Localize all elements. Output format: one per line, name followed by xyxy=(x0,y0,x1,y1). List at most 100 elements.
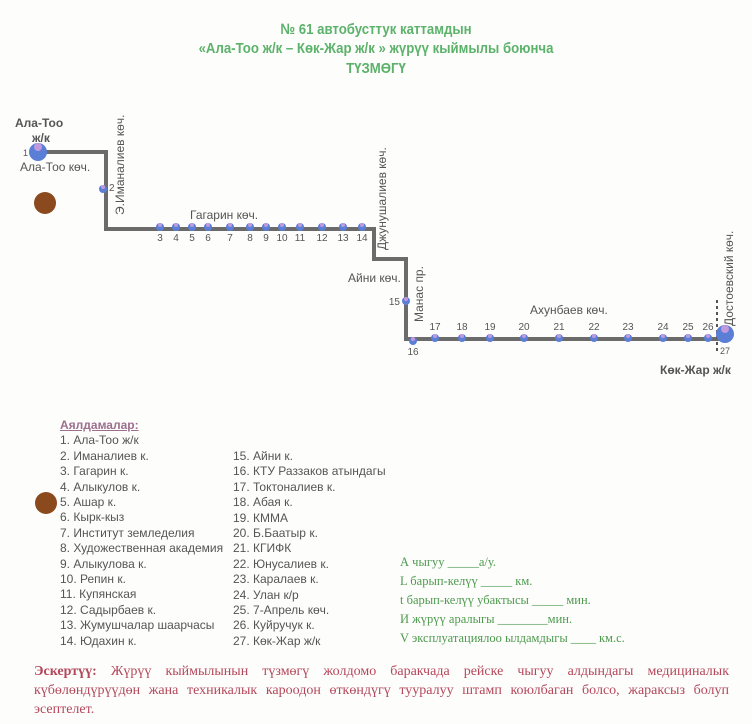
street-gagarin: Гагарин көч. xyxy=(190,208,258,222)
stop-list-item: 12. Садырбаев к. xyxy=(60,602,157,617)
stop-list-item: 24. Улан к/р xyxy=(233,587,299,602)
stop-list-item: 6. Кырк-кыз xyxy=(60,510,125,525)
route-parameter: А чыгуу _____а/у. xyxy=(400,555,496,569)
stop-list-item: 5. Ашар к. xyxy=(60,495,117,510)
stop-list-item: 22. Юнусалиев к. xyxy=(233,556,329,571)
bus-stop-highlight xyxy=(264,223,268,227)
stop-number-label: 5 xyxy=(189,233,195,244)
stop-list-item: 7. Институт земледелия xyxy=(60,525,195,540)
stop-list-item: 15. Айни к. xyxy=(233,449,293,463)
route-parameter: t барып-келүү убактысы _____ мин. xyxy=(400,593,591,607)
stop-list-item: 26. Куйручук к. xyxy=(233,618,315,633)
stop-number-label: 8 xyxy=(247,233,253,244)
bus-stop-highlight xyxy=(557,334,561,338)
bus-stop-highlight xyxy=(360,223,364,227)
stop-list-item: 2. Иманалиев к. xyxy=(60,448,149,463)
stop-number-label: 19 xyxy=(484,322,496,333)
stop-number-label: 15 xyxy=(389,297,401,308)
title-line-2: «Ала-Тоо ж/к – Көк-Жар ж/к » жүрүү кыймы… xyxy=(198,40,554,57)
stop-number-label: 21 xyxy=(553,322,565,333)
street-dostoevsky: Достоевский көч. xyxy=(722,231,736,326)
bus-stop-highlight xyxy=(280,223,284,227)
stop-list-item: 8. Художественная академия xyxy=(60,541,224,556)
stop-list-item: 18. Абая к. xyxy=(233,495,293,510)
stop-number-label: 1 xyxy=(23,148,28,158)
bus-stop-highlight xyxy=(661,334,665,338)
stop-number-label: 14 xyxy=(356,233,368,244)
stop-number-label: 20 xyxy=(518,322,530,333)
street-manas: Манас пр. xyxy=(412,266,426,322)
route-parameter: И жүрүү аралыгы ________мин. xyxy=(400,612,573,626)
stop-number-label: 27 xyxy=(720,346,730,356)
stop-number-label: 12 xyxy=(316,233,328,244)
stop-list-item: 20. Б.Баатыр к. xyxy=(233,526,318,541)
stop-list-item: 1. Ала-Тоо ж/к xyxy=(60,433,139,448)
title-line-3: ТҮЗМӨГҮ xyxy=(346,60,406,77)
stop-number-label: 23 xyxy=(622,322,634,333)
end-terminal-label: Көк-Жар ж/к xyxy=(660,363,732,377)
stop-list-item: 19. КММА xyxy=(233,510,289,525)
bus-stop-highlight xyxy=(158,223,162,227)
bus-stop-1 xyxy=(29,143,47,161)
stop-number-label: 25 xyxy=(682,322,694,333)
street-ala-too: Ала-Тоо көч. xyxy=(20,160,90,174)
stop-list-item: 14. Юдахин к. xyxy=(60,633,137,648)
stop-number-label: 11 xyxy=(295,233,306,244)
stop-number-label: 6 xyxy=(205,233,211,244)
bus-stop-highlight xyxy=(190,223,194,227)
bus-stop-highlight xyxy=(488,334,492,338)
bus-stop-27 xyxy=(716,325,734,343)
stop-number-label: 7 xyxy=(227,233,233,244)
bus-stop-highlight xyxy=(433,334,437,338)
street-imanaliev: Э.Иманалиев көч. xyxy=(113,115,127,215)
bus-stop-highlight xyxy=(522,334,526,338)
stop-list-item: 21. КГИФК xyxy=(233,541,292,556)
stop-number-label: 10 xyxy=(276,233,288,244)
bus-stop-highlight xyxy=(686,334,690,338)
street-aini: Айни көч. xyxy=(348,271,401,285)
stop-number-label: 13 xyxy=(337,233,349,244)
brown-marker-icon xyxy=(35,492,57,514)
bus-stop-highlight xyxy=(626,334,630,338)
note: Эскертүү: Жүрүү кыймылынын түзмөгү жолдо… xyxy=(34,662,729,719)
route-line xyxy=(38,150,724,341)
stop-number-label: 16 xyxy=(407,347,419,358)
stops-list-title: Аялдамалар: xyxy=(60,418,139,432)
bus-stop-highlight xyxy=(101,185,105,189)
stop-list-item: 27. Көк-Жар ж/к xyxy=(233,633,321,648)
bus-stop-highlight xyxy=(404,297,408,301)
brown-marker-icon xyxy=(34,192,56,214)
stop-list-item: 4. Алыкулов к. xyxy=(60,479,141,494)
stop-number-label: 26 xyxy=(702,322,714,333)
note-text: Жүрүү кыймылынын түзмөгү жолдомо баракча… xyxy=(34,664,729,717)
bus-stop-highlight xyxy=(341,223,345,227)
bus-stop-highlight xyxy=(411,337,415,341)
note-label: Эскертүү: xyxy=(34,664,97,679)
route-parameters: А чыгуу _____а/у.L барып-келүү _____ км.… xyxy=(400,553,625,648)
stop-list-item: 17. Токтоналиев к. xyxy=(233,479,336,494)
stop-number-label: 18 xyxy=(456,322,468,333)
bus-stop-highlight xyxy=(592,334,596,338)
stop-list-item: 10. Репин к. xyxy=(60,572,126,587)
stop-number-label: 17 xyxy=(429,322,441,333)
stop-number-label: 2 xyxy=(109,183,115,194)
start-terminal-label-1: Ала-Тоо xyxy=(15,116,63,130)
street-akhunbaev: Ахунбаев көч. xyxy=(530,303,608,317)
bus-stop-highlight xyxy=(228,223,232,227)
stop-list-item: 16. КТУ Раззаков атындагы xyxy=(233,464,386,479)
stop-number-label: 9 xyxy=(263,233,269,244)
bus-stop-highlight xyxy=(320,223,324,227)
stop-list-item: 11. Купянская xyxy=(60,587,137,602)
bus-stop-highlight xyxy=(174,223,178,227)
bus-stop-highlight xyxy=(34,143,42,151)
bus-stop-highlight xyxy=(206,223,210,227)
stop-list-item: 9. Алыкулова к. xyxy=(60,556,147,571)
stop-list-item: 13. Жумушчалар шаарчасы xyxy=(60,618,215,633)
stop-list-item: 3. Гагарин к. xyxy=(60,464,129,479)
stop-number-label: 24 xyxy=(657,322,669,333)
